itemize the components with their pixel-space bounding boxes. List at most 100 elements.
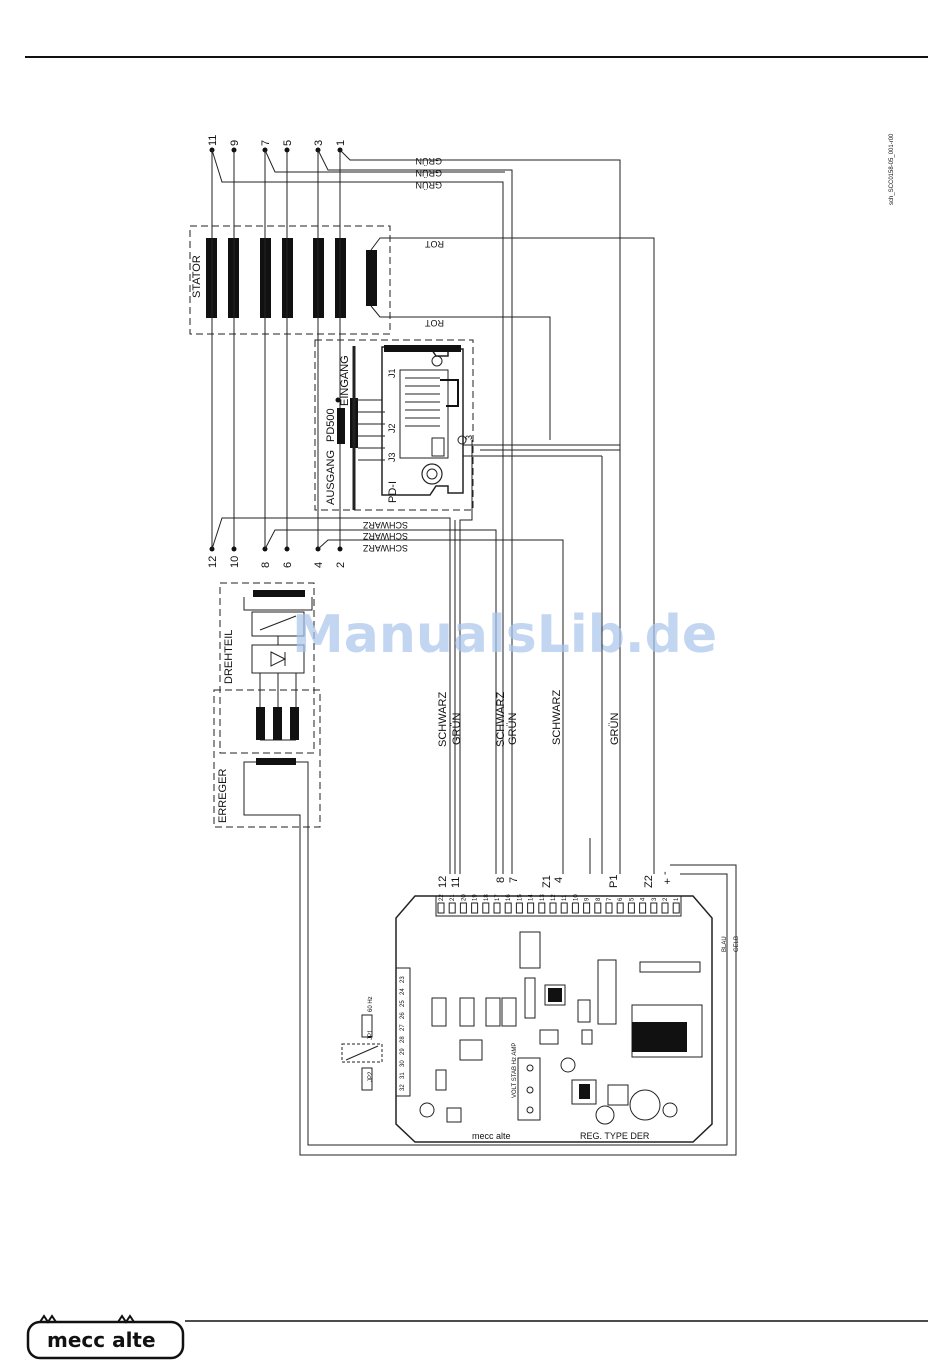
terminal-number: 13 <box>540 894 546 901</box>
exciter-stator-winding <box>256 758 296 765</box>
reg-terminal-label: 4 <box>553 877 565 883</box>
schwarz-wires <box>211 517 564 874</box>
top-wires <box>211 149 621 874</box>
terminal-screw <box>661 902 669 914</box>
stator-terminal-bottom: 8 <box>260 562 272 568</box>
side-pin-number: 23 <box>400 976 406 983</box>
stator-terminal-top: 9 <box>229 140 241 146</box>
terminal-screw <box>616 902 624 914</box>
stator-terminal-top: 1 <box>335 140 347 146</box>
terminal-number: 6 <box>618 897 624 901</box>
side-pin-number: 26 <box>400 1012 406 1019</box>
wire-label-v1: SCHWARZ <box>437 692 449 747</box>
wire-label-v3: SCHWARZ <box>551 690 563 745</box>
wire-label-gelb: GELB <box>734 936 740 952</box>
wire-label-v2: GRÜN <box>507 713 519 745</box>
jp2-label: JP2 <box>368 1071 374 1082</box>
drehteil-group: DREHTEIL <box>219 582 315 754</box>
side-pin-number: 30 <box>400 1060 406 1067</box>
terminal-screw <box>471 902 479 914</box>
pd500-output-wires <box>454 440 621 874</box>
pd500-eingang: EINGANG <box>339 355 351 406</box>
j2-label: J2 <box>387 423 397 433</box>
terminal-number: 16 <box>506 894 512 901</box>
terminal-screw <box>527 902 535 914</box>
doc-ref: sch_SCC0158-05_001-r00 <box>889 133 895 205</box>
terminal-screw <box>482 902 490 914</box>
stator-terminal-bottom: 12 <box>207 556 219 568</box>
j1-label: J1 <box>387 368 397 378</box>
reg-terminal-label: - <box>659 871 671 875</box>
terminal-number: 3 <box>652 897 658 901</box>
reg-terminal-label: 7 <box>508 877 520 883</box>
side-pin-number: 29 <box>400 1048 406 1055</box>
exciter-rotor-coil <box>256 707 265 740</box>
watermark: ManualsLib.de <box>292 605 717 665</box>
stator-box <box>189 225 391 335</box>
stator-terminal-top: 7 <box>260 140 272 146</box>
terminal-number: 22 <box>439 894 445 901</box>
wire-label-gruen: GRÜN <box>416 156 443 166</box>
reg-terminal-label: 8 <box>495 877 507 883</box>
terminal-number: 21 <box>450 894 456 901</box>
terminal-number: 9 <box>585 897 591 901</box>
exciter-rotor-coil <box>273 707 282 740</box>
terminal-screw <box>672 902 680 914</box>
stator-terminal-bottom: 2 <box>335 562 347 568</box>
wire-label-gruen: GRÜN <box>416 168 443 178</box>
stator-terminal-top: 3 <box>313 140 325 146</box>
pd500-ausgang: AUSGANG <box>325 450 337 505</box>
wire-label-schwarz: SCHWARZ <box>362 531 408 541</box>
wire-label-gruen: GRÜN <box>416 180 443 190</box>
board-brand: mecc alte <box>472 1131 511 1141</box>
terminal-screw <box>448 902 456 914</box>
logo-text: mecc alte <box>47 1328 156 1352</box>
side-pin-number: 32 <box>400 1084 406 1091</box>
reg-terminal-label: Z2 <box>643 875 655 888</box>
pd500-pdi: PD-I <box>387 481 399 503</box>
rot-wires <box>370 237 655 874</box>
wire-label-v1: GRÜN <box>451 713 463 745</box>
terminal-number: 5 <box>629 897 635 901</box>
stator-terminal-bottom: 4 <box>313 562 325 568</box>
side-pin-number: 27 <box>400 1024 406 1031</box>
hz-label: 60 Hz <box>368 996 374 1012</box>
terminal-number: 18 <box>484 894 490 901</box>
terminal-screw <box>605 902 613 914</box>
terminal-number: 17 <box>495 894 501 901</box>
terminal-screw <box>549 902 557 914</box>
terminal-number: 15 <box>517 894 523 901</box>
terminal-screw <box>515 902 523 914</box>
jp1-label: JP1 <box>368 1029 374 1040</box>
terminal-screw <box>594 902 602 914</box>
terminal-screw <box>504 902 512 914</box>
drehteil-label: DREHTEIL <box>223 630 235 684</box>
wire-label-rot: ROT <box>425 318 445 328</box>
pd500-group: PD500 EINGANG AUSGANG PD-I J1 J2 J3 3 <box>314 339 474 511</box>
terminal-screw <box>493 902 501 914</box>
side-pin-number: 24 <box>400 988 406 995</box>
terminal-number: 4 <box>641 897 647 901</box>
rotor-winding <box>253 590 305 597</box>
side-pin-number: 25 <box>400 1000 406 1007</box>
side-pin-number: 31 <box>400 1072 406 1079</box>
erreger-label: ERREGER <box>217 769 229 823</box>
terminal-screw <box>538 902 546 914</box>
terminal-screw <box>627 902 635 914</box>
terminal-number: 14 <box>529 894 535 901</box>
drehteil-box <box>219 582 315 754</box>
pd500-label: PD500 <box>325 408 337 442</box>
terminal-number: 1 <box>674 897 680 901</box>
terminal-screw <box>639 902 647 914</box>
terminal-screw <box>459 902 467 914</box>
reg-terminal-label: Z1 <box>541 875 553 888</box>
reg-terminal-label: 11 <box>450 877 462 888</box>
terminal-number: 7 <box>607 897 613 901</box>
dip-dial-icon <box>421 463 443 485</box>
pd500-pin3: 3 <box>464 435 474 440</box>
terminal-number: 19 <box>473 894 479 901</box>
wire-label-rot: ROT <box>425 239 445 249</box>
terminal-screw <box>571 902 579 914</box>
pd500-box <box>314 339 474 511</box>
